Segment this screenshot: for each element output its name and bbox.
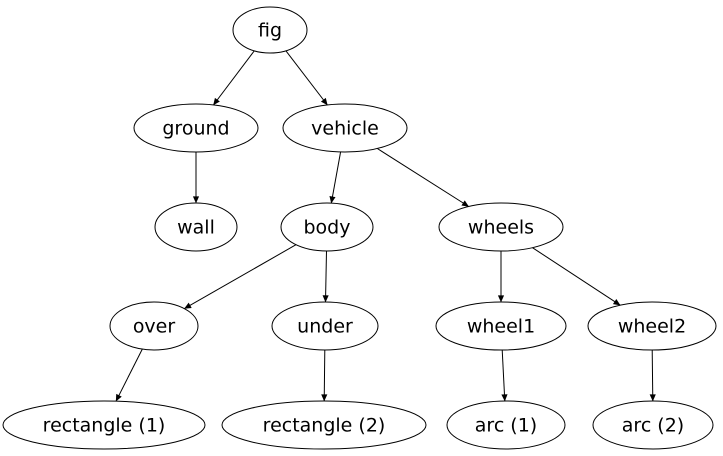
node-ellipse-arc2 (592, 400, 714, 450)
graph-node-under: under (271, 301, 379, 351)
graph-node-rect2: rectangle (2) (221, 400, 427, 450)
node-label-wheel2: wheel2 (618, 316, 686, 338)
graph-node-wall: wall (154, 202, 238, 252)
node-ellipse-wheel1 (435, 301, 567, 351)
node-label-body: body (304, 217, 351, 239)
graph-node-ground: ground (133, 103, 259, 153)
node-ellipse-wheels (438, 202, 564, 252)
graph-node-arc2: arc (2) (592, 400, 714, 450)
node-ellipse-ground (133, 103, 259, 153)
node-ellipse-rect1 (2, 400, 206, 450)
node-label-vehicle: vehicle (311, 118, 379, 140)
node-ellipse-vehicle (282, 103, 408, 153)
edge-vehicle-wheels (377, 148, 469, 207)
node-label-over: over (133, 316, 176, 338)
edge-fig-ground (213, 50, 255, 106)
node-label-rect1: rectangle (1) (43, 415, 166, 437)
graph-node-vehicle: vehicle (282, 103, 408, 153)
graph-node-wheel2: wheel2 (587, 301, 717, 351)
node-ellipse-over (109, 301, 199, 351)
graph-node-over: over (109, 301, 199, 351)
node-label-rect2: rectangle (2) (263, 415, 386, 437)
graph-node-wheel1: wheel1 (435, 301, 567, 351)
node-ellipse-arc1 (446, 400, 566, 450)
graph-node-arc1: arc (1) (446, 400, 566, 450)
node-ellipse-wheel2 (587, 301, 717, 351)
edge-wheel2-arc2 (649, 349, 656, 402)
edge-fig-vehicle (285, 50, 328, 106)
node-label-ground: ground (162, 118, 229, 140)
node-ellipse-wall (154, 202, 238, 252)
graph-node-fig: fig (232, 6, 308, 54)
edges-layer (115, 50, 656, 402)
edge-under-rect2 (321, 349, 328, 402)
edge-wheel1-arc1 (501, 349, 508, 402)
node-label-arc1: arc (1) (475, 415, 537, 437)
node-ellipse-fig (232, 6, 308, 54)
node-ellipse-rect2 (221, 400, 427, 450)
node-label-wheel1: wheel1 (467, 316, 535, 338)
nodes-layer: fig ground vehicle wall body wheels over under w… (2, 6, 717, 450)
graph-node-wheels: wheels (438, 202, 564, 252)
node-ellipse-under (271, 301, 379, 351)
node-label-arc2: arc (2) (622, 415, 684, 437)
edge-body-under (322, 250, 329, 303)
edge-wheels-wheel2 (532, 247, 621, 306)
edge-vehicle-body (329, 151, 342, 204)
graph-node-body: body (280, 202, 374, 252)
node-label-under: under (297, 316, 353, 338)
node-label-fig: fig (258, 20, 282, 42)
edge-body-over (184, 244, 297, 310)
node-label-wall: wall (177, 217, 215, 239)
node-label-wheels: wheels (468, 217, 534, 239)
edge-over-rect1 (115, 348, 143, 402)
graph-node-rect1: rectangle (1) (2, 400, 206, 450)
node-ellipse-body (280, 202, 374, 252)
